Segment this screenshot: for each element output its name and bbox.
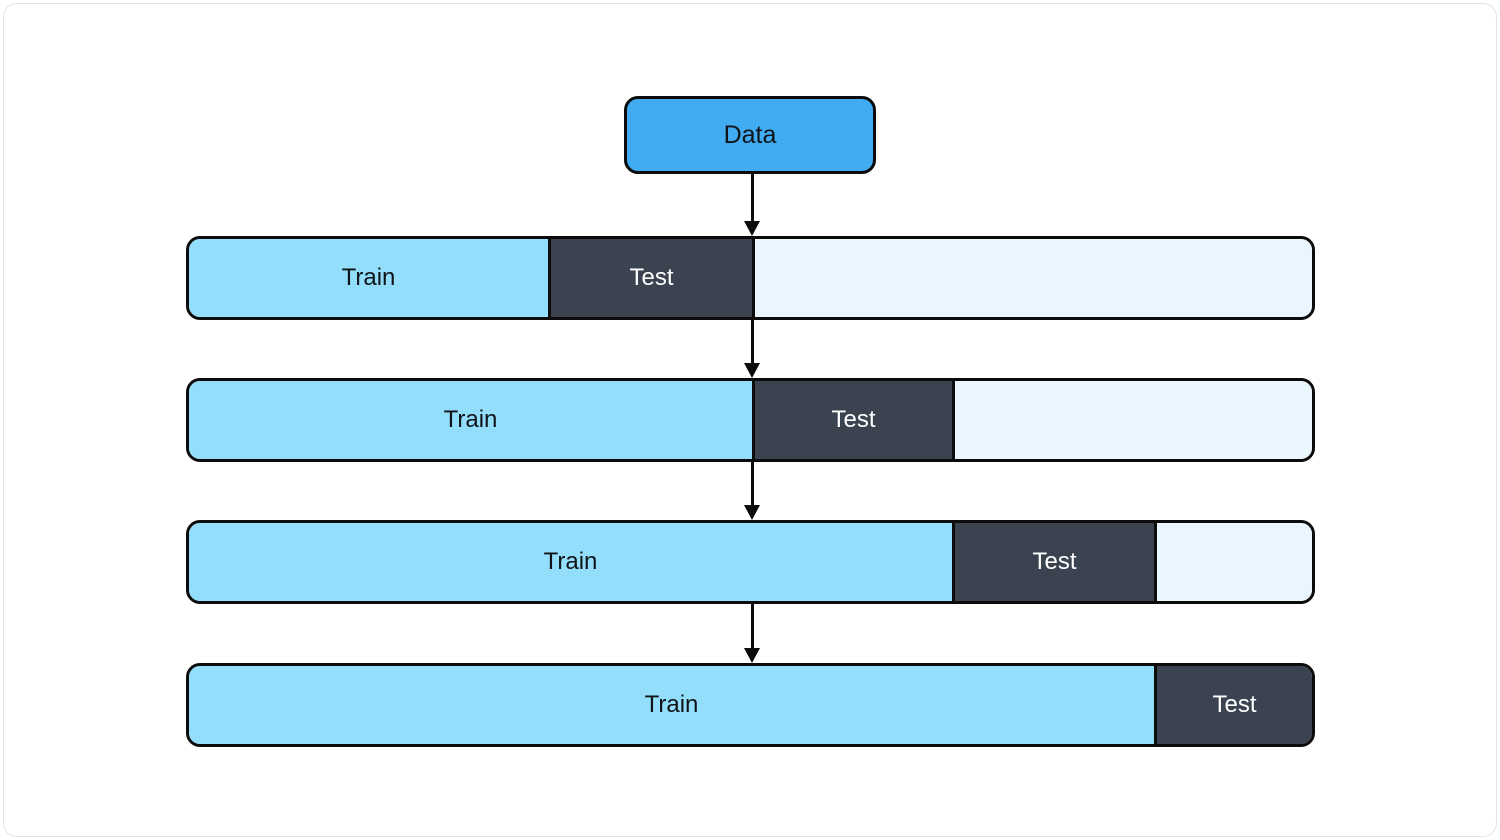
segment-test-label-row-2: Test	[831, 406, 876, 433]
arrow-shaft	[751, 174, 754, 221]
arrow-head-icon	[744, 221, 760, 236]
segment-train-row-3[interactable]: Train	[189, 523, 955, 601]
split-bar-row-2[interactable]: Train Test	[186, 378, 1315, 462]
split-bar-row-1[interactable]: Train Test	[186, 236, 1315, 320]
arrow-row-3-to-row-4	[744, 604, 760, 663]
arrow-shaft	[751, 462, 754, 505]
segment-test-label-row-1: Test	[629, 264, 674, 291]
segment-train-row-1[interactable]: Train	[189, 239, 551, 317]
segment-remaining-row-3	[1157, 523, 1312, 601]
arrow-shaft	[751, 604, 754, 648]
arrow-data-to-row-1	[744, 174, 760, 236]
segment-train-label-row-1: Train	[341, 264, 396, 291]
segment-test-label-row-4: Test	[1212, 691, 1257, 718]
segment-test-row-3[interactable]: Test	[955, 523, 1157, 601]
arrow-row-1-to-row-2	[744, 320, 760, 378]
segment-train-label-row-2: Train	[443, 406, 498, 433]
segment-test-label-row-3: Test	[1032, 548, 1077, 575]
split-bar-row-4[interactable]: Train Test	[186, 663, 1315, 747]
segment-test-row-4[interactable]: Test	[1157, 666, 1312, 744]
data-node[interactable]: Data	[624, 96, 876, 174]
data-node-label: Data	[723, 120, 777, 149]
arrow-row-2-to-row-3	[744, 462, 760, 520]
segment-train-row-4[interactable]: Train	[189, 666, 1157, 744]
segment-test-row-2[interactable]: Test	[755, 381, 955, 459]
segment-train-row-2[interactable]: Train	[189, 381, 755, 459]
segment-train-label-row-4: Train	[644, 691, 699, 718]
segment-remaining-row-1	[755, 239, 1312, 317]
split-bar-row-3[interactable]: Train Test	[186, 520, 1315, 604]
arrow-head-icon	[744, 505, 760, 520]
arrow-shaft	[751, 320, 754, 363]
segment-train-label-row-3: Train	[543, 548, 598, 575]
segment-remaining-row-2	[955, 381, 1312, 459]
arrow-head-icon	[744, 648, 760, 663]
arrow-head-icon	[744, 363, 760, 378]
segment-test-row-1[interactable]: Test	[551, 239, 755, 317]
